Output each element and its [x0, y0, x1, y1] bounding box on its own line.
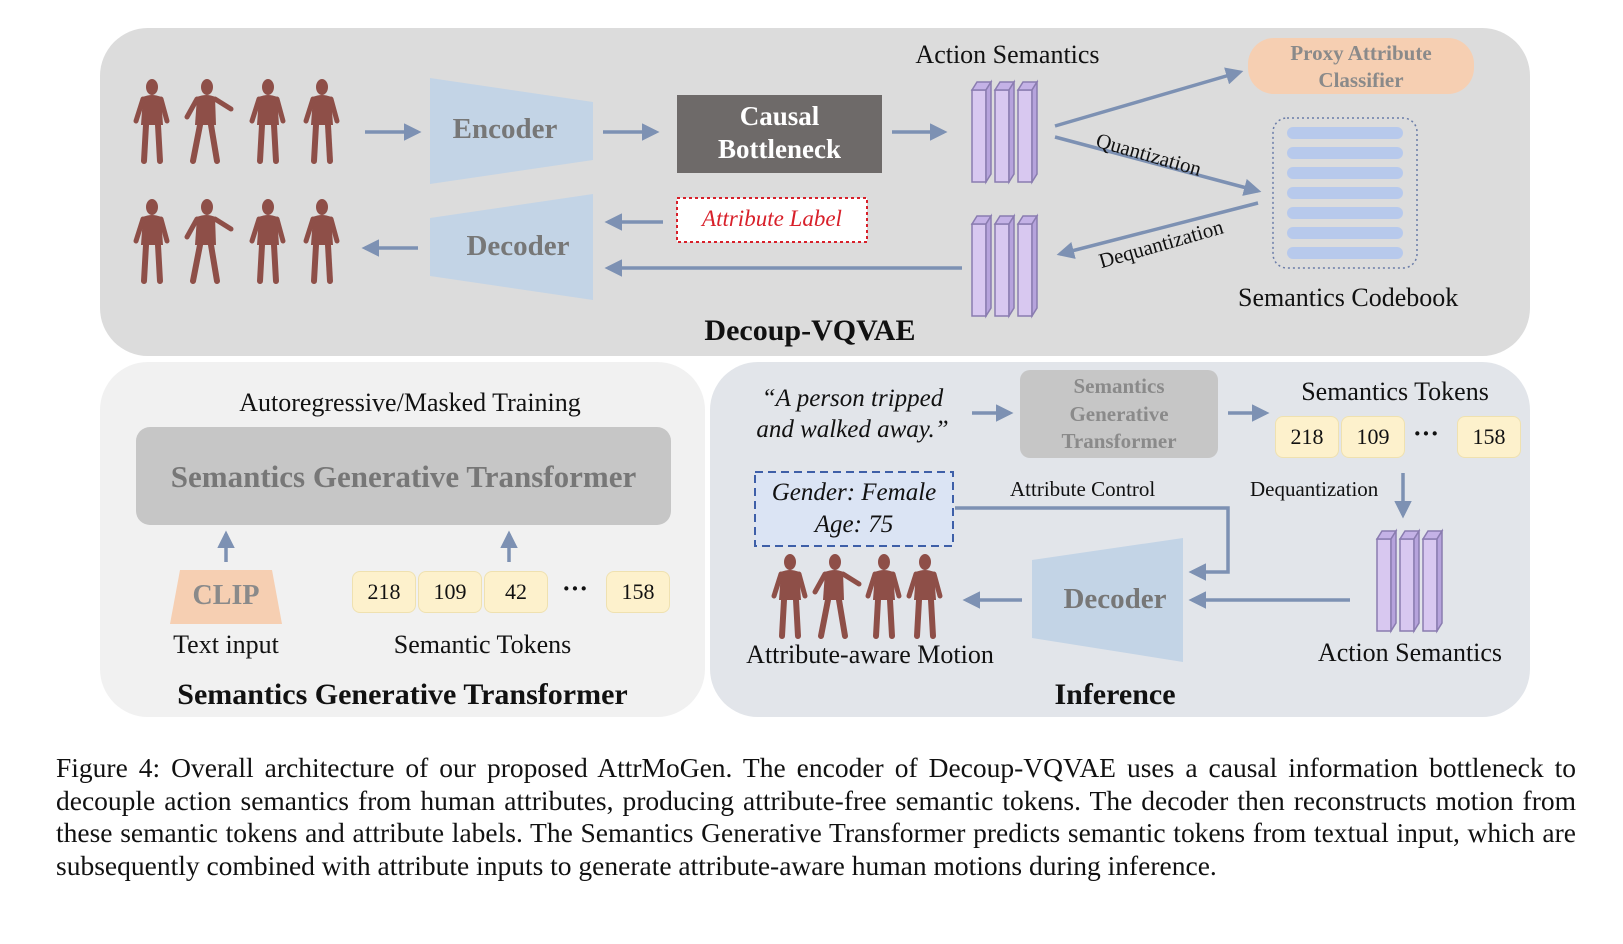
- inf-sgt-line-1: Semantics: [1073, 374, 1165, 398]
- attribute-control-label: Attribute Control: [1010, 477, 1156, 501]
- proxy-line-2: Classifier: [1318, 68, 1404, 92]
- decoder-label: Decoder: [466, 230, 570, 262]
- bottleneck-line-2: Bottleneck: [718, 134, 841, 164]
- attribute-label-text: Attribute Label: [702, 206, 842, 231]
- inf-token-ellipsis: ···: [1413, 419, 1440, 448]
- causal-bottleneck-box: [677, 95, 882, 173]
- codebook-label: Semantics Codebook: [1238, 283, 1459, 312]
- action-semantics-bars-top: [971, 81, 1038, 183]
- inf-sgt-label: Semantics Generative Transformer: [1020, 373, 1218, 456]
- inf-sgt-line-3: Transformer: [1061, 429, 1177, 453]
- encoder-trapezoid: [430, 78, 593, 184]
- inf-sgt-box: [1020, 370, 1218, 458]
- inference-arrows: [955, 404, 1412, 609]
- inf-token: 158: [1457, 416, 1521, 458]
- action-semantics-label-top: Action Semantics: [915, 40, 1100, 69]
- inference-title: Inference: [1054, 678, 1176, 711]
- decoup-vqvae-title: Decoup-VQVAE: [704, 314, 916, 347]
- proxy-classifier-box: [1248, 38, 1474, 94]
- motion-label: Attribute-aware Motion: [746, 640, 994, 669]
- semantics-tokens-label: Semantics Tokens: [1301, 377, 1489, 406]
- inf-token: 109: [1341, 416, 1405, 458]
- codebook-box: [1272, 117, 1418, 269]
- clip-trapezoid: [170, 570, 282, 624]
- clip-label: CLIP: [192, 580, 260, 611]
- causal-bottleneck-label: Causal Bottleneck: [677, 100, 882, 166]
- training-label: Autoregressive/Masked Training: [239, 388, 581, 417]
- sgt-arrows: [217, 530, 518, 562]
- inf-decoder-label: Decoder: [1063, 583, 1167, 615]
- prompt-line-2: and walked away.”: [756, 416, 949, 443]
- semantic-tokens-label: Semantic Tokens: [393, 630, 572, 659]
- sgt-transformer-box: [136, 427, 671, 525]
- sgt-token: 218: [352, 571, 416, 613]
- sgt-token: 42: [484, 571, 548, 613]
- inf-action-semantics-label: Action Semantics: [1317, 638, 1503, 667]
- action-semantics-bars-bottom: [971, 215, 1038, 317]
- figure-caption: Figure 4: Overall architecture of our pr…: [56, 752, 1576, 881]
- attribute-input-box: [754, 471, 954, 547]
- sgt-panel-title: Semantics Generative Transformer: [177, 678, 628, 711]
- prompt-line-1: “A person tripped: [761, 385, 944, 412]
- inf-decoder-trapezoid: [1032, 538, 1183, 662]
- input-motion-figures: [136, 79, 337, 161]
- inf-dequantization-label: Dequantization: [1250, 477, 1379, 501]
- inf-token: 218: [1275, 416, 1339, 458]
- inf-motion-figures: [774, 554, 940, 636]
- proxy-line-1: Proxy Attribute: [1290, 41, 1432, 65]
- inf-sgt-line-2: Generative: [1069, 401, 1169, 426]
- inf-action-bars: [1376, 530, 1443, 632]
- attribute-label-box: [676, 197, 868, 243]
- bottleneck-line-1: Causal: [739, 101, 820, 131]
- age-text: Age: 75: [814, 511, 894, 538]
- text-prompt: “A person tripped and walked away.”: [745, 383, 960, 445]
- reconstructed-motion-figures: [136, 199, 337, 281]
- codebook-entries: [1287, 127, 1403, 259]
- decoder-trapezoid: [430, 194, 593, 300]
- gender-text: Gender: Female: [771, 479, 937, 506]
- top-arrows: [361, 67, 1262, 277]
- sgt-panel: [100, 362, 705, 717]
- encoder-label: Encoder: [452, 113, 558, 145]
- proxy-classifier-label: Proxy Attribute Classifier: [1248, 40, 1474, 94]
- text-input-label: Text input: [173, 630, 279, 659]
- sgt-transformer-label: Semantics Generative Transformer: [170, 459, 637, 494]
- sgt-token-ellipsis: ···: [562, 574, 589, 603]
- sgt-token: 109: [418, 571, 482, 613]
- sgt-token: 158: [606, 571, 670, 613]
- attribute-input-label: Gender: Female Age: 75: [755, 477, 953, 541]
